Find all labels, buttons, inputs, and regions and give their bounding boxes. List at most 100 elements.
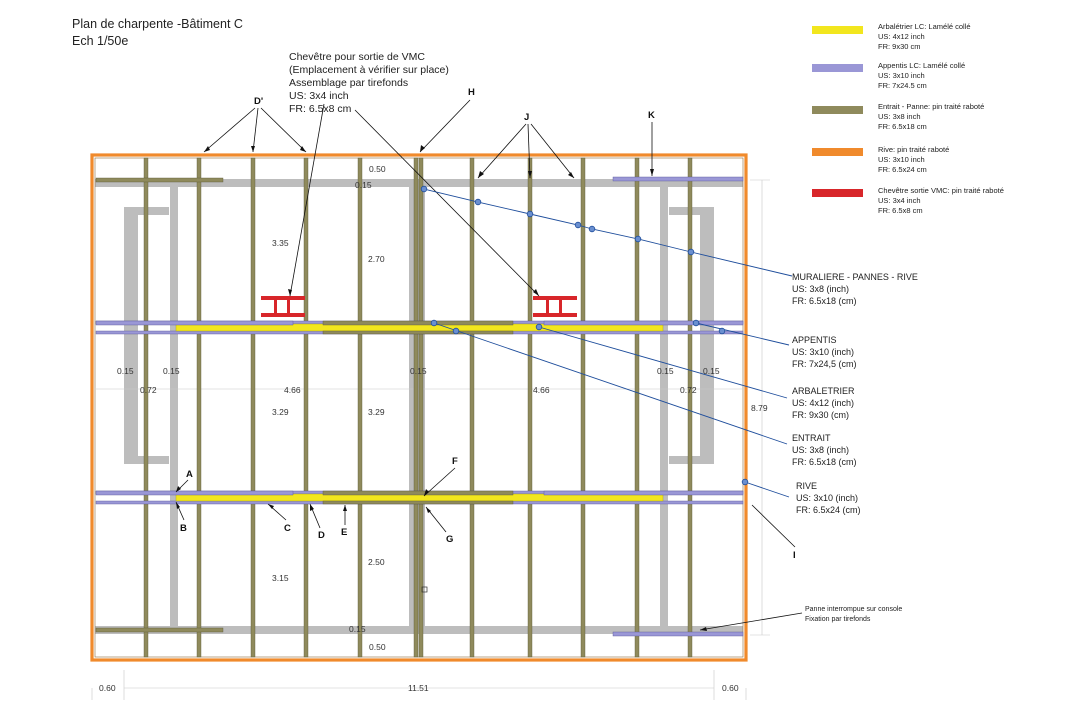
callout-arbaletrier-title: ARBALETRIER (792, 386, 855, 396)
drawing-scale: Ech 1/50e (72, 34, 128, 48)
rafter-7 (527, 157, 533, 658)
dim-right-015b: 0.15 (703, 366, 720, 376)
callout-arbaletrier-fr: FR: 9x30 (cm) (792, 410, 849, 420)
dim-bot-015: 0.15 (349, 624, 366, 634)
vmc-note: Chevêtre pour sortie de VMC (Emplacement… (289, 51, 449, 115)
vmc-trimmer-left (261, 296, 305, 317)
callout-entrait: ENTRAIT US: 3x8 (inch) FR: 6.5x18 (cm) (792, 433, 857, 467)
callout-rive-us: US: 3x10 (inch) (796, 493, 858, 503)
dim-left-015b: 0.15 (163, 366, 180, 376)
label-k: K (648, 110, 655, 121)
label-f: F (452, 456, 458, 467)
callout-muraliere: MURALIERE - PANNES - RIVE US: 3x8 (inch)… (792, 272, 918, 306)
legend-name-rive: Rive: pin traité raboté (878, 145, 949, 154)
callout-muraliere-fr: FR: 6.5x18 (cm) (792, 296, 857, 306)
member-callouts: MURALIERE - PANNES - RIVE US: 3x8 (inch)… (792, 272, 918, 515)
blue-leader-lines (423, 188, 793, 498)
vmc-note-line-1: Chevêtre pour sortie de VMC (289, 51, 425, 63)
dim-top-050: 0.50 (369, 164, 386, 174)
purlin-bottom-left (95, 627, 224, 633)
legend-fr-arbaletrier: FR: 9x30 cm (878, 42, 921, 51)
dim-bottom-1151: 11.51 (408, 683, 429, 693)
legend-us-entrait: US: 3x8 inch (878, 112, 921, 121)
callout-entrait-fr: FR: 6.5x18 (cm) (792, 457, 857, 467)
dim-335: 3.35 (272, 238, 289, 248)
dim-bottom-060a: 0.60 (99, 683, 116, 693)
dim-329a: 3.29 (272, 407, 289, 417)
label-c: C (284, 523, 291, 534)
label-i: I (793, 550, 796, 561)
drawing-title: Plan de charpente -Bâtiment C (72, 17, 243, 31)
rafter-group (143, 157, 693, 658)
beam-line-upper (95, 320, 744, 335)
legend-item-arbaletrier: Arbalétrier LC: Lamélé collé US: 4x12 in… (812, 22, 971, 51)
legend-item-appentis: Appentis LC: Lamélé collé US: 3x10 inch … (812, 61, 965, 90)
ridge-member-1 (413, 157, 419, 658)
callout-muraliere-title: MURALIERE - PANNES - RIVE (792, 272, 918, 282)
vmc-note-line-4: US: 3x4 inch (289, 90, 349, 102)
purlin-bottom-right (612, 631, 744, 637)
callout-entrait-us: US: 3x8 (inch) (792, 445, 849, 455)
vmc-trimmer-right (533, 296, 577, 317)
ridge-member-2 (418, 157, 424, 658)
vmc-note-line-3: Assemblage par tirefonds (289, 77, 408, 89)
legend-name-arbaletrier: Arbalétrier LC: Lamélé collé (878, 22, 971, 31)
rafter-5 (357, 157, 363, 658)
dim-top-015: 0.15 (355, 180, 372, 190)
vmc-note-line-5: FR: 6.5x8 cm (289, 103, 352, 115)
dim-250: 2.50 (368, 557, 385, 567)
rafter-2 (196, 157, 202, 658)
dim-bottom-060b: 0.60 (722, 683, 739, 693)
callout-arbaletrier-us: US: 4x12 (inch) (792, 398, 854, 408)
rive-perimeter (90, 153, 748, 662)
legend-name-appentis: Appentis LC: Lamélé collé (878, 61, 965, 70)
console-note-line-2: Fixation par tirefonds (805, 616, 871, 623)
dim-329b: 3.29 (368, 407, 385, 417)
dim-mid-015: 0.15 (410, 366, 427, 376)
dim-466b: 4.66 (533, 385, 550, 395)
legend-swatch-appentis (812, 64, 863, 72)
legend-item-chevetre: Chevêtre sortie VMC: pin traité raboté U… (812, 186, 1004, 215)
rafter-4 (303, 157, 309, 658)
label-j: J (524, 112, 529, 123)
legend-us-rive: US: 3x10 inch (878, 155, 925, 164)
legend-fr-entrait: FR: 6.5x18 cm (878, 122, 927, 131)
legend-name-entrait: Entrait - Panne: pin traité raboté (878, 102, 984, 111)
small-square-marker (421, 586, 428, 593)
rafter-9 (634, 157, 640, 658)
legend-fr-appentis: FR: 7x24.5 cm (878, 81, 927, 90)
legend-fr-chevetre: FR: 6.5x8 cm (878, 206, 923, 215)
dim-315: 3.15 (272, 573, 289, 583)
connection-points (420, 185, 749, 486)
legend-name-chevetre: Chevêtre sortie VMC: pin traité raboté (878, 186, 1004, 195)
rafter-10 (687, 157, 693, 658)
purlin-top-right (612, 176, 744, 182)
purlin-top-left (95, 177, 224, 183)
callout-appentis-fr: FR: 7x24,5 (cm) (792, 359, 857, 369)
rafter-6 (469, 157, 475, 658)
rafter-1 (143, 157, 149, 658)
legend-fr-rive: FR: 6.5x24 cm (878, 165, 927, 174)
rafter-3 (250, 157, 256, 658)
callout-appentis-title: APPENTIS (792, 335, 837, 345)
dimension-labels: 0.50 0.15 3.35 2.70 0.15 0.15 0.72 4.66 … (99, 164, 768, 693)
label-g: G (446, 534, 453, 545)
label-b: B (180, 523, 187, 534)
dim-left-072: 0.72 (140, 385, 157, 395)
callout-muraliere-us: US: 3x8 (inch) (792, 284, 849, 294)
callout-rive: RIVE US: 3x10 (inch) FR: 6.5x24 (cm) (796, 481, 861, 515)
callout-arbaletrier: ARBALETRIER US: 4x12 (inch) FR: 9x30 (cm… (792, 386, 855, 420)
dim-right-015a: 0.15 (657, 366, 674, 376)
dim-left-015a: 0.15 (117, 366, 134, 376)
dim-bot-050: 0.50 (369, 642, 386, 652)
legend-swatch-entrait (812, 106, 863, 114)
legend-us-arbaletrier: US: 4x12 inch (878, 32, 925, 41)
legend-item-entrait: Entrait - Panne: pin traité raboté US: 3… (812, 102, 984, 131)
label-a: A (186, 469, 193, 480)
legend-us-appentis: US: 3x10 inch (878, 71, 925, 80)
legend-swatch-rive (812, 148, 863, 156)
dim-466a: 4.66 (284, 385, 301, 395)
dim-right-072: 0.72 (680, 385, 697, 395)
label-e: E (341, 527, 347, 538)
